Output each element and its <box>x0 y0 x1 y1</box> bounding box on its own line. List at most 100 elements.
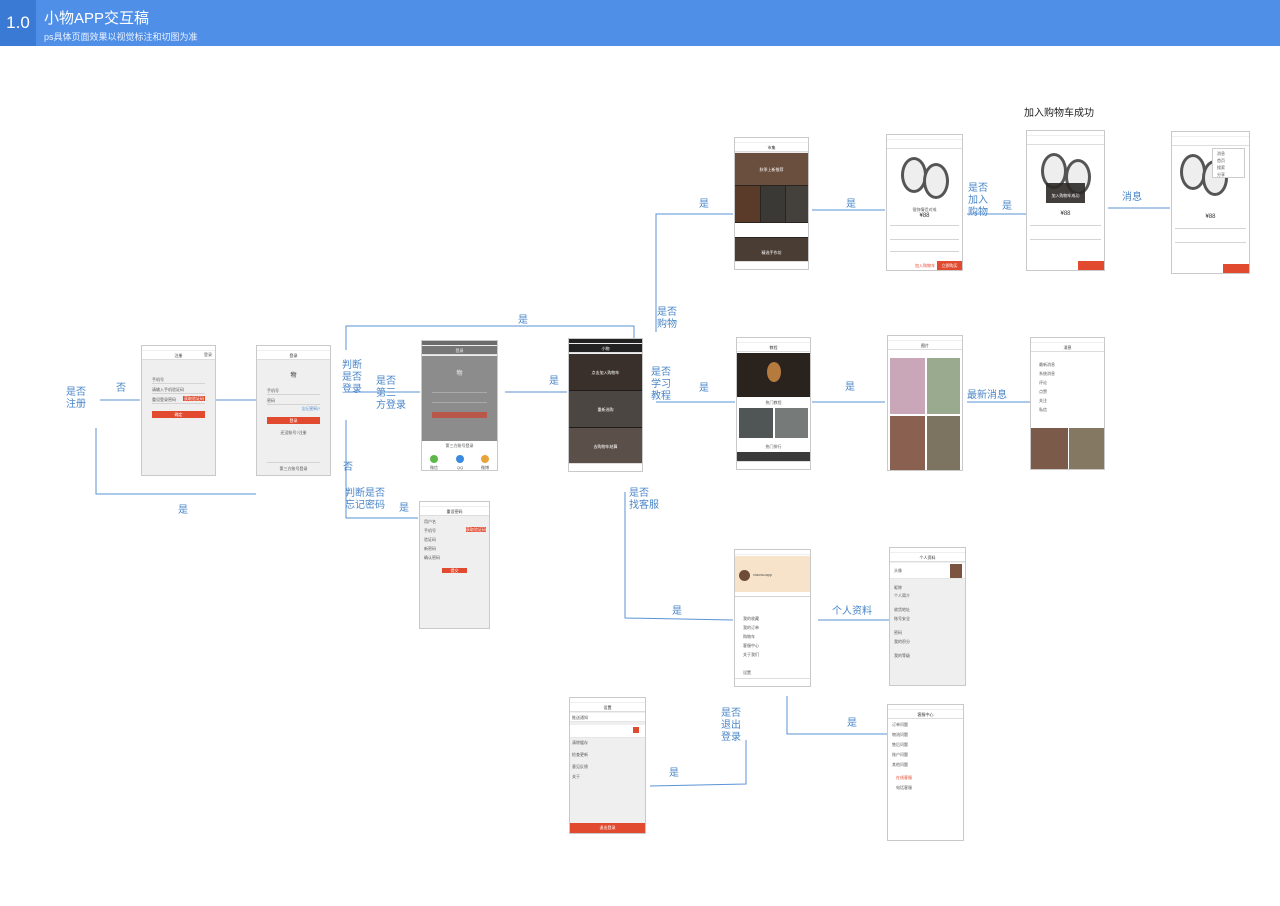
home-tabbar[interactable] <box>569 463 642 471</box>
more-menu-popup[interactable]: 消息 首页 搜索 分享 <box>1212 148 1245 178</box>
profile-avatar[interactable] <box>739 570 750 581</box>
profile-username: xiaowuapp <box>753 572 773 577</box>
album-nav-title: 图片 <box>888 341 962 350</box>
register-field-code[interactable]: 请输入手机验证码 <box>152 387 184 392</box>
shop-banner-2[interactable]: 精选手作坊 <box>761 250 782 255</box>
info-item-bio[interactable]: 个人简介 <box>894 593 910 598</box>
label-profile: 个人资料 <box>832 606 872 617</box>
reset-field-confirm[interactable]: 确认密码 <box>424 555 440 560</box>
tutorial-item-2[interactable]: 热门排行 <box>765 444 782 449</box>
menu-item-home[interactable]: 首页 <box>1217 158 1225 163</box>
profile-item-6[interactable]: 设置 <box>743 670 751 675</box>
screen-detail-menu: 消息 首页 搜索 分享 ¥88 <box>1171 131 1250 274</box>
info-item-security[interactable]: 账号安全 <box>894 616 910 621</box>
msg-item-1[interactable]: 最新消息 <box>1039 362 1055 367</box>
help-nav-title: 客服中心 <box>888 710 963 719</box>
profile-item-1[interactable]: 我的收藏 <box>743 616 759 621</box>
help-item-5[interactable]: 其他问题 <box>892 762 908 767</box>
label-yes-1: 是 <box>178 505 188 516</box>
screen-album: 图片 <box>887 335 963 471</box>
label-yes-top: 是 <box>518 315 528 326</box>
screen-detail-toast: 加入购物车成功 ¥88 <box>1026 130 1105 271</box>
info-item-password[interactable]: 密码 <box>894 630 902 635</box>
settings-toggle[interactable] <box>633 727 639 733</box>
reset-submit-button[interactable]: 提交 <box>442 568 467 573</box>
register-code-button[interactable]: 获取验证码 <box>183 396 205 401</box>
msg-item-6[interactable]: 私信 <box>1039 407 1047 412</box>
help-online-service[interactable]: 在线客服 <box>896 775 912 780</box>
shop-banner-1[interactable]: 秋季上新推荐 <box>759 167 784 172</box>
info-item-address[interactable]: 收货地址 <box>894 607 910 612</box>
third-option-wechat: 微信 <box>430 465 438 470</box>
settings-item-push[interactable]: 推送通知 <box>572 715 588 720</box>
home-banner-2[interactable]: 重新选购 <box>597 407 614 412</box>
help-item-2[interactable]: 物流问题 <box>892 732 908 737</box>
help-item-4[interactable]: 账户问题 <box>892 752 908 757</box>
label-yes-learn: 是 <box>699 383 709 394</box>
third-logo: 物 <box>456 371 463 377</box>
label-yes-cart: 是 <box>1002 201 1012 212</box>
msg-item-2[interactable]: 系统消息 <box>1039 371 1055 376</box>
reset-code-button[interactable]: 获取验证码 <box>466 527 486 532</box>
detail-buy-button[interactable]: 立即购买 <box>937 261 962 270</box>
settings-item-feedback[interactable]: 意见反馈 <box>572 764 588 769</box>
settings-item-cache[interactable]: 清除缓存 <box>572 740 588 745</box>
help-item-3[interactable]: 售后问题 <box>892 742 908 747</box>
login-field-phone[interactable]: 手机号 <box>267 388 279 393</box>
detail-add-cart-button[interactable]: 加入购物车 <box>915 263 935 268</box>
reset-field-newpwd[interactable]: 新密码 <box>424 546 436 551</box>
weibo-icon[interactable] <box>481 455 489 463</box>
profile-item-3[interactable]: 购物车 <box>743 634 755 639</box>
login-register-link[interactable]: 还没账号?注册 <box>280 430 307 435</box>
settings-item-about[interactable]: 关于 <box>572 774 580 779</box>
shop-tabbar[interactable] <box>735 261 808 269</box>
profile-item-5[interactable]: 关于我们 <box>743 652 759 657</box>
menu-item-search[interactable]: 搜索 <box>1217 165 1225 170</box>
home-banner-1[interactable]: 点击加入购物车 <box>591 370 620 375</box>
tutorial-nav-title: 教程 <box>737 343 810 352</box>
third-login-button[interactable] <box>432 412 487 418</box>
help-item-1[interactable]: 订单问题 <box>892 722 908 727</box>
register-login-link[interactable]: 登录 <box>204 352 212 357</box>
settings-item-update[interactable]: 检查更新 <box>572 752 588 757</box>
tutorial-item-1[interactable]: 热门教程 <box>765 400 782 405</box>
info-item-points[interactable]: 我的积分 <box>894 639 910 644</box>
register-field-password[interactable]: 重设登录密码 <box>152 397 176 402</box>
label-yes-third: 是 <box>549 376 559 387</box>
menu-item-share[interactable]: 分享 <box>1217 172 1225 177</box>
screen-home: 小物 点击加入购物车 重新选购 去购物车结算 <box>568 338 643 472</box>
label-yes-service: 是 <box>672 606 682 617</box>
info-item-avatar[interactable]: 头像 <box>894 568 902 573</box>
menu-buy-button[interactable] <box>1223 264 1249 273</box>
info-item-nick[interactable]: 昵称 <box>894 585 902 590</box>
link-profile-settings <box>649 740 747 787</box>
login-forgot-link[interactable]: 忘记密码? <box>301 406 320 411</box>
third-title: 第三方账号登录 <box>445 443 474 448</box>
home-banner-3[interactable]: 去购物车结算 <box>593 444 618 449</box>
ring-right-image <box>923 163 949 199</box>
wechat-icon[interactable] <box>430 455 438 463</box>
login-button[interactable]: 登录 <box>267 417 320 424</box>
reset-field-code[interactable]: 验证码 <box>424 537 436 542</box>
qq-icon[interactable] <box>456 455 464 463</box>
help-phone-service[interactable]: 电话客服 <box>896 785 912 790</box>
profile-item-4[interactable]: 客服中心 <box>743 643 759 648</box>
reset-field-user[interactable]: 用户名 <box>424 519 436 524</box>
register-field-phone[interactable]: 手机号 <box>152 377 164 382</box>
msg-item-4[interactable]: 点赞 <box>1039 389 1047 394</box>
reset-field-phone[interactable]: 手机号 <box>424 528 436 533</box>
menu-item-message[interactable]: 消息 <box>1217 151 1225 156</box>
profile-tabbar[interactable] <box>735 678 810 686</box>
shop-nav-title: 市集 <box>735 143 808 152</box>
info-nav-title: 个人资料 <box>890 553 965 562</box>
info-item-level[interactable]: 我的等级 <box>894 653 910 658</box>
screen-login-third: 登录 物 第三方账号登录 微信 QQ 微博 <box>421 340 498 471</box>
register-confirm-button[interactable]: 确定 <box>152 411 205 418</box>
profile-item-2[interactable]: 我的订单 <box>743 625 759 630</box>
msg-item-5[interactable]: 关注 <box>1039 398 1047 403</box>
msg-item-3[interactable]: 评论 <box>1039 380 1047 385</box>
toast-buy-button[interactable] <box>1078 261 1104 270</box>
login-field-password[interactable]: 密码 <box>267 398 275 403</box>
settings-logout-button[interactable]: 退出登录 <box>570 823 645 833</box>
tutorial-tabbar[interactable] <box>737 461 810 469</box>
